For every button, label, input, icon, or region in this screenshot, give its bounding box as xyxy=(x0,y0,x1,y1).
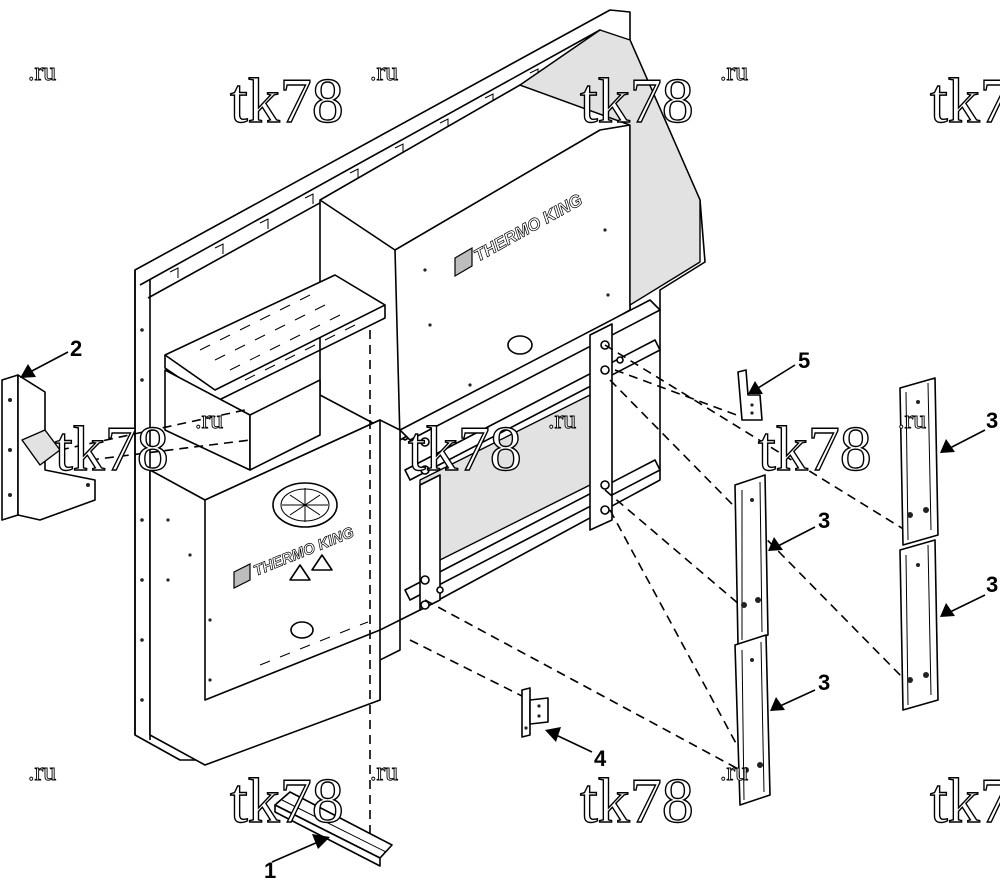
svg-text:.ru: .ru xyxy=(720,57,748,86)
logo-badge-upper xyxy=(507,335,533,355)
part-4-bracket xyxy=(521,687,549,738)
svg-text:.ru: .ru xyxy=(370,57,398,86)
part-3-rail-a xyxy=(734,474,769,646)
svg-text:.ru: .ru xyxy=(370,757,398,786)
svg-text:tk78: tk78 xyxy=(230,65,344,136)
callout-3-lower-mid: 3 xyxy=(818,670,830,695)
svg-text:tk78: tk78 xyxy=(408,413,522,484)
watermark-top-left: tk78 .ru xyxy=(0,57,57,137)
svg-text:tk78: tk78 xyxy=(55,413,169,484)
mount-bolts xyxy=(420,340,624,610)
watermark-middle-left: tk78 .ru xyxy=(54,405,223,485)
refrigeration-unit-assembly: THERMO KING THERMO KING xyxy=(134,9,706,766)
watermark-bottom-right: tk78 .ru xyxy=(579,757,748,837)
logo-badge-lower xyxy=(290,621,314,639)
callout-3-upper-mid: 3 xyxy=(818,508,830,533)
svg-text:tk78: tk78 xyxy=(580,65,694,136)
part-3-rail-d xyxy=(899,539,939,711)
watermark-middle-right: tk78 .ru xyxy=(757,405,926,485)
svg-text:tk78: tk78 xyxy=(230,765,344,836)
watermark-bottom-left: tk78 .ru xyxy=(0,757,57,837)
watermark-bottom-center: tk78 .ru xyxy=(229,757,398,837)
callout-3-lower-right: 3 xyxy=(986,572,998,597)
part-5-angle-bracket xyxy=(737,369,763,421)
svg-text:tk78: tk78 xyxy=(0,765,2,836)
callout-2: 2 xyxy=(70,336,82,361)
watermark-top-far-right: tk78 xyxy=(929,64,1000,136)
svg-text:tk78: tk78 xyxy=(580,765,694,836)
watermark-top-right: tk78 .ru xyxy=(579,57,748,137)
svg-text:.ru: .ru xyxy=(195,405,223,434)
rail-holes xyxy=(140,328,144,702)
callout-5: 5 xyxy=(798,348,810,373)
svg-text:.ru: .ru xyxy=(28,757,56,786)
watermark-bottom-far-right: tk78 xyxy=(929,764,1000,836)
svg-text:tk78: tk78 xyxy=(930,765,1000,836)
svg-text:.ru: .ru xyxy=(548,405,576,434)
part-1-channel xyxy=(274,791,393,867)
part-2-side-bracket xyxy=(1,374,96,521)
svg-text:.ru: .ru xyxy=(898,405,926,434)
center-rails xyxy=(399,299,661,611)
svg-text:.ru: .ru xyxy=(720,757,748,786)
watermarks: tk78 .ru tk78 .ru tk78 .ru tk78 tk78 .ru… xyxy=(0,57,1000,837)
svg-text:tk78: tk78 xyxy=(930,65,1000,136)
callout-4: 4 xyxy=(594,746,607,771)
svg-text:tk78: tk78 xyxy=(0,65,2,136)
svg-text:tk78: tk78 xyxy=(758,413,872,484)
callout-labels: 1 2 3 3 3 3 4 5 xyxy=(70,336,998,880)
watermark-middle-center: tk78 .ru xyxy=(407,405,576,485)
callout-arrows xyxy=(20,351,986,863)
part-3-rail-b xyxy=(734,634,771,806)
watermark-top-center: tk78 .ru xyxy=(229,57,398,137)
callout-1: 1 xyxy=(264,858,276,880)
part-3-rail-c xyxy=(899,377,939,546)
callout-3-top-right: 3 xyxy=(986,408,998,433)
svg-text:.ru: .ru xyxy=(28,57,56,86)
fan-grille xyxy=(272,482,338,528)
